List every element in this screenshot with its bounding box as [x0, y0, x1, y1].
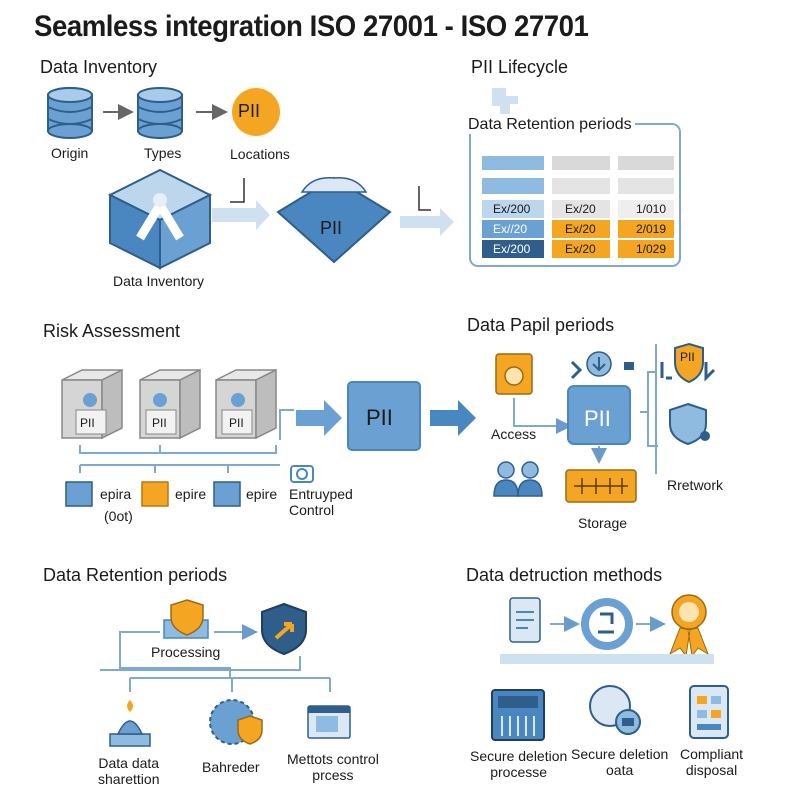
table-cell [618, 200, 674, 218]
pii-lifecycle-heading: PII Lifecycle [471, 57, 569, 77]
table-cell: Ex/20 [565, 242, 596, 256]
access-label: Access [491, 426, 537, 442]
risk-item-1-label: epira [100, 486, 132, 502]
risk-pii-text: PII [366, 405, 393, 430]
data-destruction-heading: Data detruction methods [466, 565, 663, 585]
origin-database-icon [47, 87, 93, 139]
table-cell [482, 220, 544, 238]
origin-label: Origin [51, 145, 89, 161]
cube-icon [213, 481, 241, 507]
upload-icon [586, 351, 612, 377]
table-cell: 1/010 [636, 202, 667, 216]
risk-item-1-sub: (0ot) [104, 508, 133, 524]
destruction-item-3-label: Compliant disposal [680, 746, 744, 778]
risk-item-2-label: epire [175, 486, 207, 502]
window-icon [307, 705, 351, 739]
pii-diamond-icon [276, 176, 392, 264]
lamp-icon [109, 700, 151, 747]
server-rack-icon [491, 689, 545, 741]
access-cabinet-icon [495, 353, 533, 395]
table-cell [552, 200, 610, 218]
table-cell: 2/019 [636, 222, 667, 236]
papil-pii-block [567, 385, 631, 445]
cube-icon [65, 481, 93, 507]
locations-pii-text: PII [238, 101, 261, 121]
risk-assessment-heading: Risk Assessment [43, 321, 181, 341]
shield-icon [674, 342, 704, 384]
storage-circuit-icon [565, 469, 637, 503]
tablet-icon [689, 685, 729, 739]
retention-table-title: Data Retention periods [465, 116, 635, 134]
locations-label: Locations [230, 146, 290, 162]
storage-label: Storage [578, 515, 628, 531]
table-cell [618, 220, 674, 238]
server-box-icon [139, 368, 201, 440]
retention-item-3-label: Mettots control prcess [287, 751, 379, 783]
secure-deletion-icon [589, 685, 641, 735]
data-retention-heading: Data Retention periods [43, 565, 228, 585]
destruction-item-1-label: Secure deletion processe [470, 748, 568, 780]
data-inventory-heading: Data Inventory [40, 57, 158, 77]
table-cell: Ex/200 [493, 202, 531, 216]
data-inventory-cube-icon [107, 168, 213, 270]
destruction-item-2-label: Secure deletion oata [571, 746, 669, 778]
data-inventory-box-label: Data Inventory [113, 273, 205, 289]
server-label: PII [229, 416, 244, 430]
processing-label: Processing [151, 644, 221, 660]
server-box-icon [215, 368, 277, 440]
table-cell: Ex/200 [493, 242, 531, 256]
retention-item-2-label: Bahreder [202, 759, 260, 775]
risk-pii-block [347, 381, 421, 451]
retention-item-1-label: Data data sharettion [98, 755, 160, 787]
papil-pii-text: PII [584, 406, 611, 431]
data-papil-heading: Data Papil periods [467, 315, 615, 335]
cube-icon [141, 481, 169, 507]
secure-shield-icon [261, 602, 307, 656]
users-icon [493, 461, 543, 497]
award-ribbon-icon [669, 594, 709, 658]
table-cell: Ex/20 [565, 222, 596, 236]
server-box-icon [61, 368, 123, 440]
encrypted-control-label: Entruyped Control [289, 486, 353, 518]
table-cell: Ex//20 [493, 222, 528, 236]
table-cell [618, 240, 674, 258]
network-label: Rretwork [667, 477, 724, 493]
types-database-icon [137, 87, 183, 139]
network-shield-icon [669, 402, 710, 446]
shield-pii-text: PII [680, 350, 695, 364]
server-label: PII [152, 416, 167, 430]
camera-icon [290, 465, 314, 483]
processing-shield-icon [163, 599, 209, 639]
page-title: Seamless integration ISO 27001 - ISO 277… [34, 10, 589, 43]
pii-diamond-text: PII [320, 218, 343, 238]
refresh-cycle-icon [581, 598, 633, 650]
table-cell [482, 240, 544, 258]
table-cell [552, 220, 610, 238]
table-cell [552, 240, 610, 258]
table-cell [482, 200, 544, 218]
table-cell: Ex/20 [565, 202, 596, 216]
risk-item-3-label: epire [246, 486, 278, 502]
types-label: Types [144, 145, 182, 161]
table-cell: 1/029 [636, 242, 667, 256]
gear-shield-icon [209, 699, 263, 745]
document-icon [509, 597, 541, 643]
locations-pii-badge-icon [232, 88, 280, 136]
server-label: PII [80, 416, 95, 430]
